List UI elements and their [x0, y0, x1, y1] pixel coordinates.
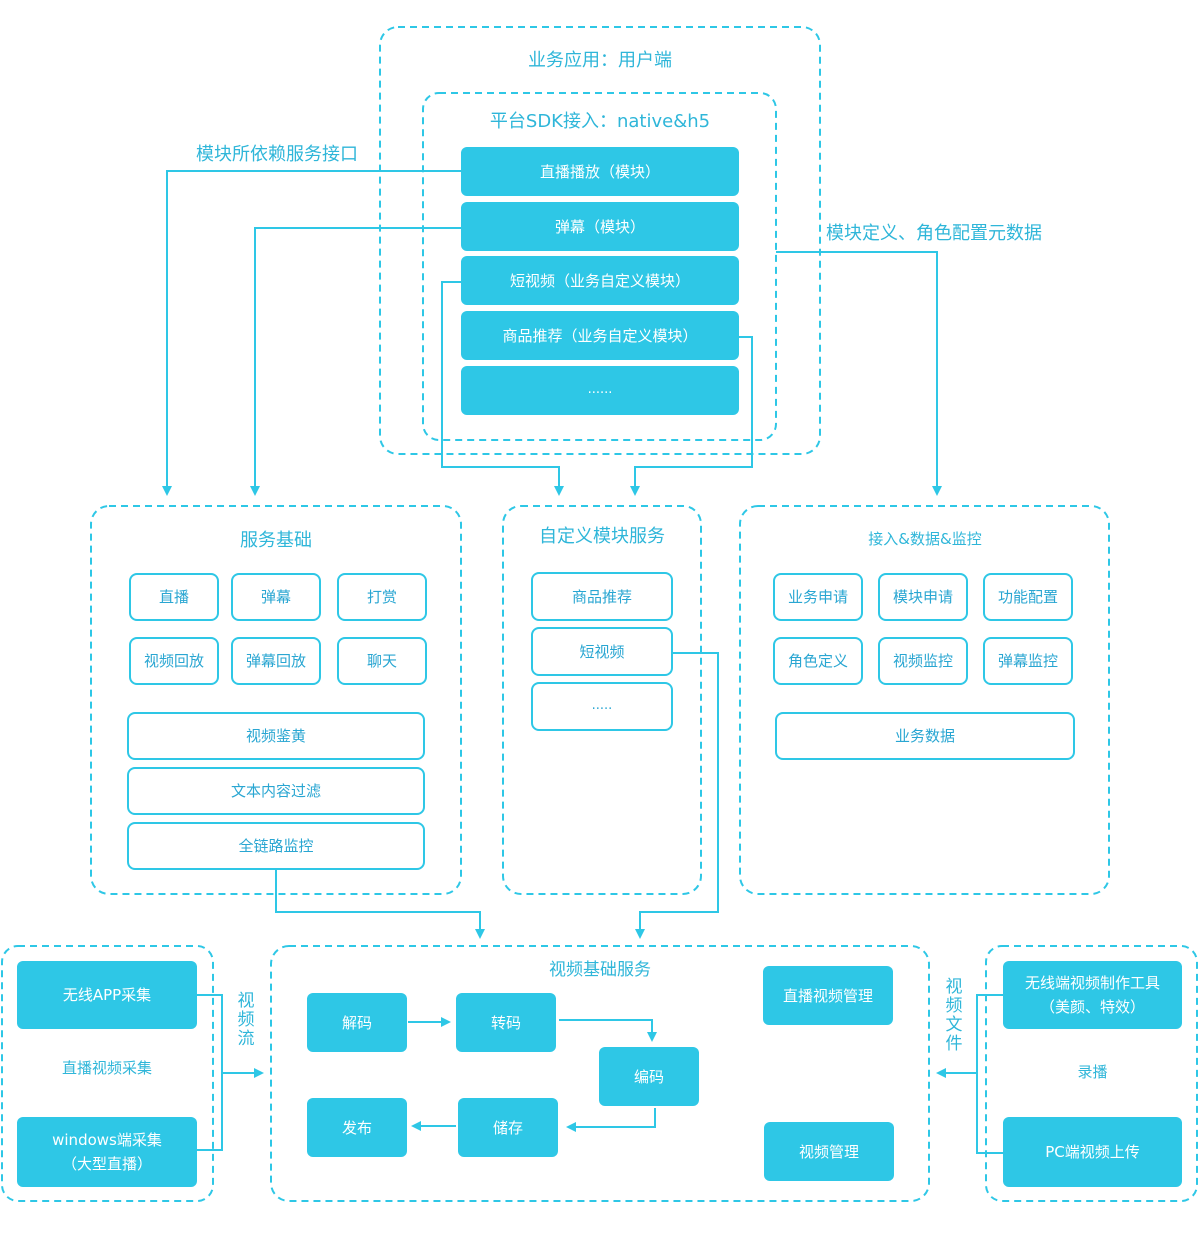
video-storage[interactable]: 储存 [458, 1098, 558, 1157]
access-module-apply[interactable]: 模块申请 [878, 573, 968, 621]
connector-monitor-to-video [275, 870, 485, 939]
arrow-transcode-encode [559, 1019, 657, 1042]
capture-windows-label: windows端采集 [52, 1131, 162, 1149]
annotation-metadata: 模块定义、角色配置元数据 [826, 223, 1042, 244]
recording-title: 录播 [1077, 1063, 1108, 1081]
client-title: 业务应用：用户端 [528, 50, 672, 71]
capture-windows-sublabel: （大型直播） [61, 1155, 152, 1173]
module-product-recommend[interactable]: 商品推荐（业务自定义模块） [461, 311, 739, 360]
sdk-title: 平台SDK接入：native&h5 [489, 111, 711, 132]
module-short-video[interactable]: 短视频（业务自定义模块） [461, 256, 739, 305]
connector-sdk-to-access [776, 251, 942, 496]
recording-pc-upload[interactable]: PC端视频上传 [1003, 1117, 1182, 1187]
service-danmaku[interactable]: 弹幕 [231, 573, 321, 621]
recording-container [985, 945, 1198, 1202]
video-decode[interactable]: 解码 [307, 993, 407, 1052]
module-more[interactable]: ...... [461, 366, 739, 415]
video-management[interactable]: 视频管理 [764, 1122, 894, 1181]
access-video-monitor[interactable]: 视频监控 [878, 637, 968, 685]
capture-wireless-app[interactable]: 无线APP采集 [17, 961, 197, 1029]
capture-container [1, 945, 214, 1202]
arrow-encode-storage [566, 1108, 656, 1132]
video-publish[interactable]: 发布 [307, 1098, 407, 1157]
custom-short-video[interactable]: 短视频 [531, 627, 673, 676]
recording-wireless-tool[interactable]: 无线端视频制作工具 （美颜、特效） [1003, 961, 1182, 1029]
recording-tool-label: 无线端视频制作工具 [1024, 974, 1160, 992]
service-live[interactable]: 直播 [129, 573, 219, 621]
access-danmaku-monitor[interactable]: 弹幕监控 [983, 637, 1073, 685]
client-container [379, 26, 821, 455]
annotation-dependency: 模块所依赖服务接口 [196, 144, 358, 165]
service-full-link-monitor[interactable]: 全链路监控 [127, 822, 425, 870]
connector-recording-tools [976, 994, 1003, 1154]
capture-title: 直播视频采集 [61, 1059, 152, 1077]
annotation-video-file: 视频文件 [945, 977, 963, 1054]
access-container [739, 505, 1110, 895]
connector-product-to-custom [630, 336, 753, 496]
connector-short-to-video [635, 652, 719, 939]
custom-more[interactable]: ..... [531, 682, 673, 731]
service-danmaku-replay[interactable]: 弹幕回放 [231, 637, 321, 685]
video-base-title: 视频基础服务 [549, 960, 651, 980]
access-business-data[interactable]: 业务数据 [775, 712, 1075, 760]
custom-module-title: 自定义模块服务 [539, 526, 665, 547]
access-role-define[interactable]: 角色定义 [773, 637, 863, 685]
sdk-container [422, 92, 777, 441]
capture-windows[interactable]: windows端采集 （大型直播） [17, 1117, 197, 1187]
access-business-apply[interactable]: 业务申请 [773, 573, 863, 621]
recording-tool-sublabel: （美颜、特效） [1039, 998, 1145, 1016]
video-base-container [270, 945, 930, 1202]
module-danmaku[interactable]: 弹幕（模块） [461, 202, 739, 251]
video-transcode[interactable]: 转码 [456, 993, 556, 1052]
service-porn-detection[interactable]: 视频鉴黄 [127, 712, 425, 760]
service-reward[interactable]: 打赏 [337, 573, 427, 621]
live-video-management[interactable]: 直播视频管理 [763, 966, 893, 1025]
access-function-config[interactable]: 功能配置 [983, 573, 1073, 621]
connector-live-to-service [162, 170, 461, 496]
connector-wireless-capture [196, 994, 223, 1151]
connector-short-video-to-custom [441, 281, 564, 496]
annotation-video-stream: 视频流 [237, 991, 255, 1049]
service-base-title: 服务基础 [240, 530, 312, 551]
service-video-replay[interactable]: 视频回放 [129, 637, 219, 685]
access-title: 接入&数据&监控 [868, 530, 982, 548]
custom-product-recommend[interactable]: 商品推荐 [531, 572, 673, 621]
service-chat[interactable]: 聊天 [337, 637, 427, 685]
module-live-play[interactable]: 直播播放（模块） [461, 147, 739, 196]
custom-module-container [502, 505, 702, 895]
video-encode[interactable]: 编码 [599, 1047, 699, 1106]
connector-danmaku-to-service [250, 227, 461, 496]
service-text-filter[interactable]: 文本内容过滤 [127, 767, 425, 815]
